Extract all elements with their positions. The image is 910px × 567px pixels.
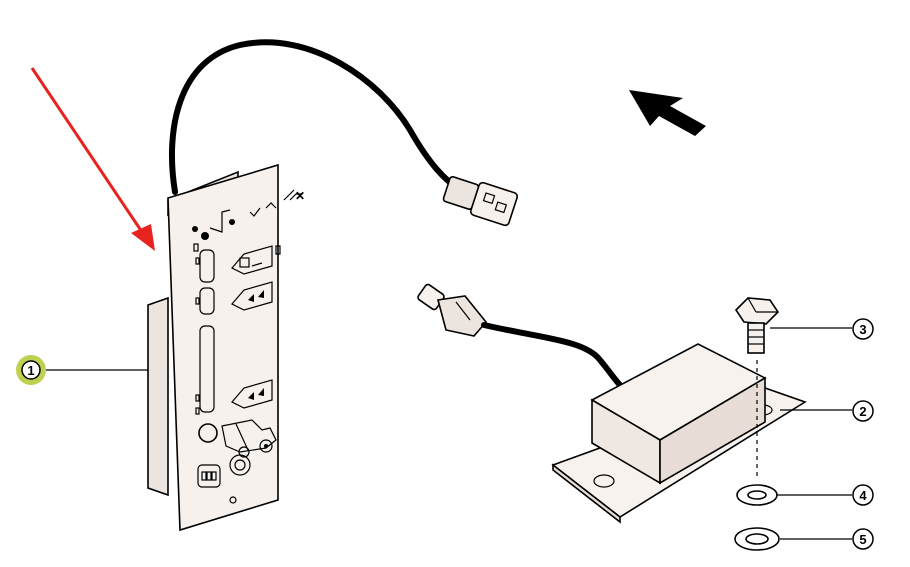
svg-text:1: 1 bbox=[27, 363, 34, 378]
callout-2: 2 bbox=[852, 400, 874, 422]
red-arrow-icon bbox=[30, 67, 155, 251]
svg-text:2: 2 bbox=[859, 404, 866, 419]
washer-large bbox=[734, 527, 780, 551]
callout-4: 4 bbox=[852, 484, 874, 506]
black-arrow-icon bbox=[629, 90, 706, 136]
bolt bbox=[734, 297, 780, 480]
svg-text:4: 4 bbox=[859, 488, 867, 503]
control-panel: ✕ bbox=[147, 163, 305, 532]
round-button bbox=[198, 423, 218, 443]
keypad bbox=[197, 464, 221, 488]
indicator-label-1 bbox=[231, 245, 273, 275]
panel-cable bbox=[168, 39, 463, 195]
indicator-label-3 bbox=[231, 379, 273, 409]
washer-small bbox=[736, 484, 778, 506]
electronic-module bbox=[551, 343, 807, 524]
indicator-label-2 bbox=[231, 281, 273, 311]
rotary-knob bbox=[229, 454, 251, 476]
lower-connector bbox=[417, 283, 488, 337]
telehandler-icon bbox=[221, 419, 277, 458]
svg-text:3: 3 bbox=[859, 322, 866, 337]
svg-text:5: 5 bbox=[859, 532, 866, 547]
upper-connector bbox=[442, 175, 519, 227]
box-cable bbox=[481, 322, 623, 388]
svg-text:✕: ✕ bbox=[295, 189, 305, 203]
callout-5: 5 bbox=[852, 528, 874, 550]
callout-3: 3 bbox=[852, 318, 874, 340]
callout-1: 1 bbox=[16, 355, 46, 385]
